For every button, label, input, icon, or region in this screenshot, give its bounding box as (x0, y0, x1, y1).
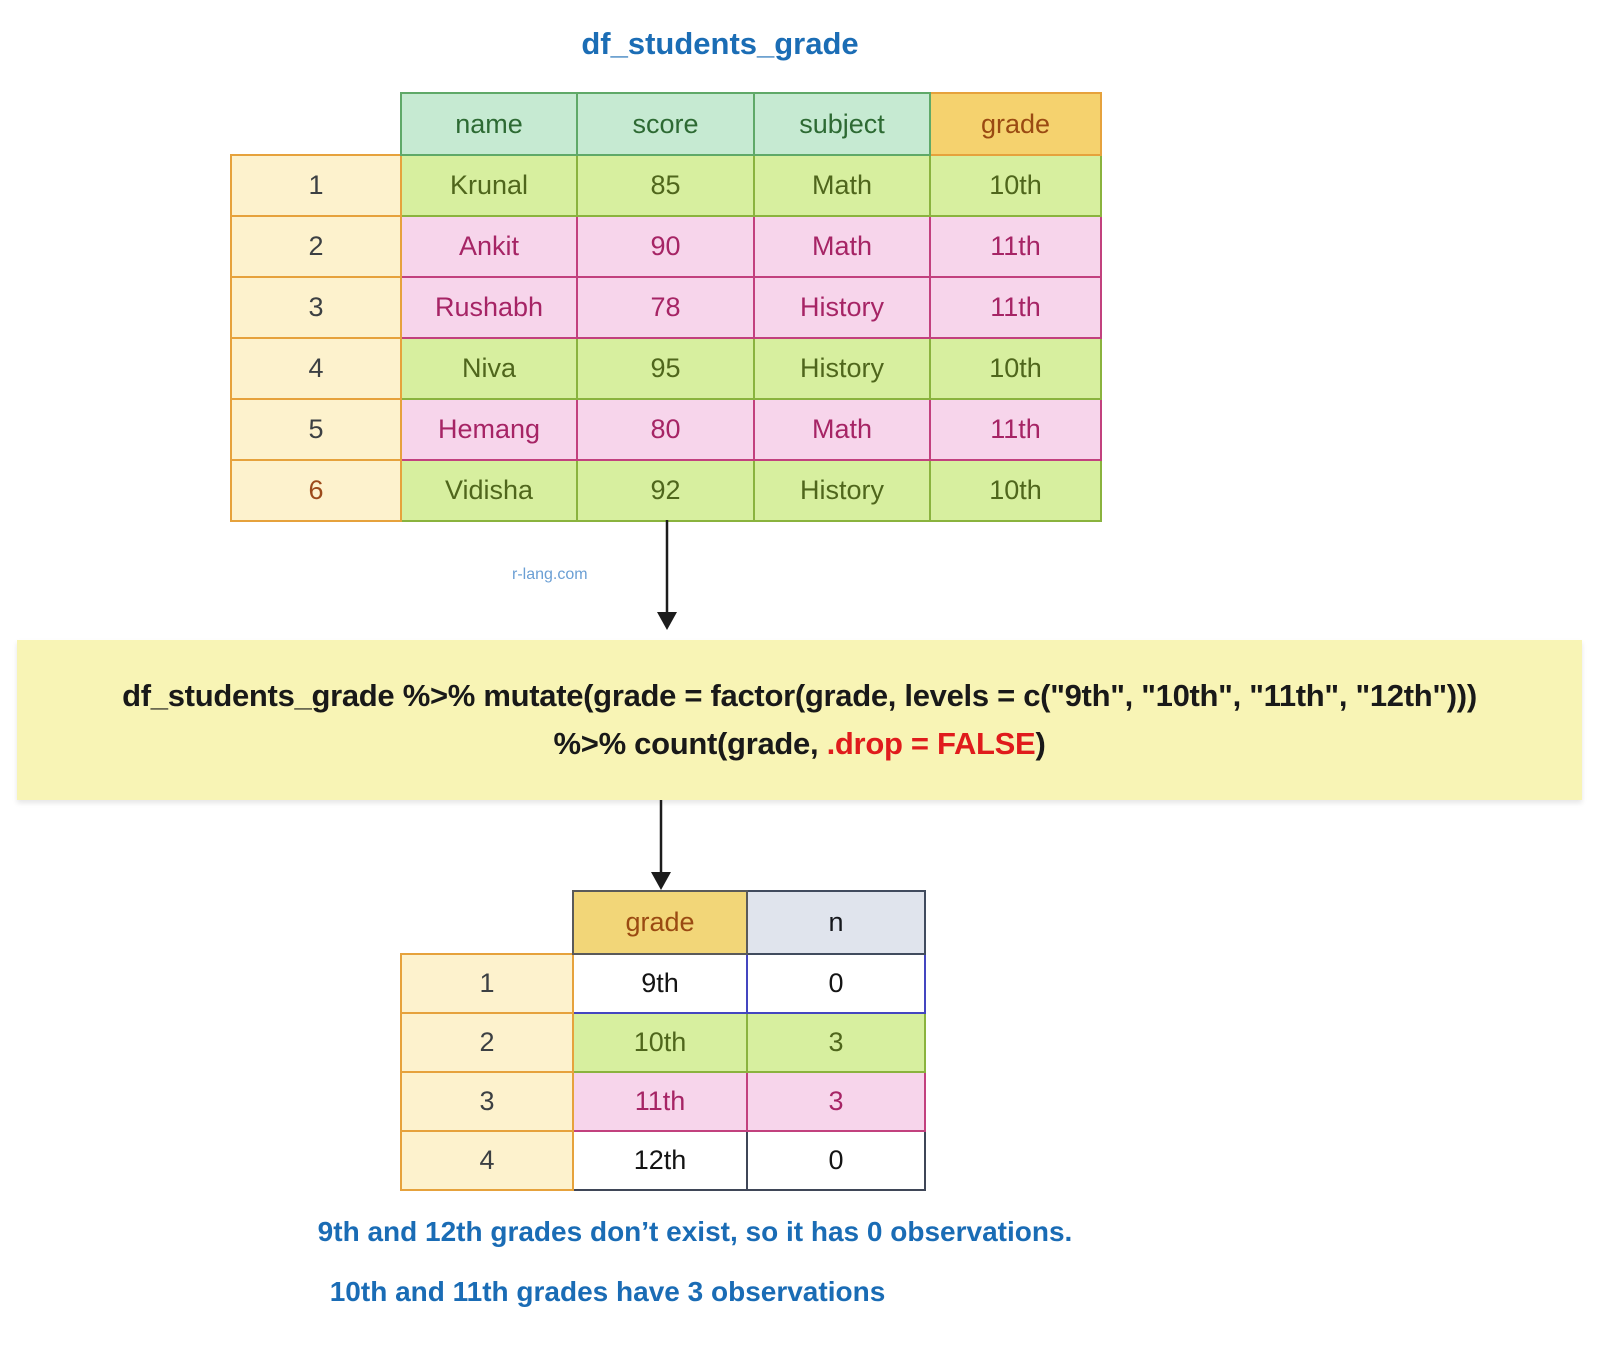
cell-score: 92 (576, 459, 755, 522)
students-table-header-row: name score subject grade (231, 92, 1102, 156)
cell-grade: 11th (572, 1071, 748, 1132)
cell-subject: Math (753, 215, 931, 278)
cell-grade: 10th (929, 337, 1102, 400)
note-three-observations: 10th and 11th grades have 3 observations (329, 1276, 886, 1307)
code-box: df_students_grade %>% mutate(grade = fac… (17, 640, 1582, 800)
column-header-subject: subject (753, 92, 931, 156)
result-table-header-row: grade n (401, 890, 926, 955)
watermark: r-lang.com (512, 566, 588, 583)
code-line-2: %>% count(grade, .drop = FALSE) (554, 720, 1046, 768)
cell-subject: Math (753, 154, 931, 217)
table-row: 2 10th 3 (400, 1012, 926, 1073)
table-row: 4 Niva 95 History 10th (230, 337, 1102, 400)
table-row: 3 Rushabh 78 History 11th (230, 276, 1102, 339)
cell-subject: History (753, 459, 931, 522)
row-index: 1 (400, 953, 574, 1014)
row-index: 2 (230, 215, 402, 278)
students-table: name score subject grade 1 Krunal 85 Mat… (230, 92, 1102, 522)
column-header-grade: grade (572, 890, 748, 955)
result-table: grade n 1 9th 0 2 10th 3 3 11th 3 4 12th… (400, 890, 926, 1191)
table-row: 2 Ankit 90 Math 11th (230, 215, 1102, 278)
table-row: 3 11th 3 (400, 1071, 926, 1132)
down-arrow-icon (651, 800, 671, 890)
cell-n: 3 (746, 1012, 926, 1073)
cell-score: 80 (576, 398, 755, 461)
table-row: 5 Hemang 80 Math 11th (230, 398, 1102, 461)
cell-score: 95 (576, 337, 755, 400)
row-index: 3 (230, 276, 402, 339)
table-row: 4 12th 0 (400, 1130, 926, 1191)
column-header-score: score (576, 92, 755, 156)
cell-grade: 10th (572, 1012, 748, 1073)
cell-subject: History (753, 276, 931, 339)
cell-grade: 11th (929, 215, 1102, 278)
column-header-grade: grade (929, 92, 1102, 156)
cell-name: Vidisha (400, 459, 578, 522)
cell-name: Hemang (400, 398, 578, 461)
cell-grade: 10th (929, 459, 1102, 522)
row-index: 1 (230, 154, 402, 217)
cell-subject: History (753, 337, 931, 400)
table-row: 1 9th 0 (400, 953, 926, 1014)
cell-name: Rushabh (400, 276, 578, 339)
cell-grade: 11th (929, 398, 1102, 461)
cell-grade: 10th (929, 154, 1102, 217)
table-row: 1 Krunal 85 Math 10th (230, 154, 1102, 217)
column-header-n: n (746, 890, 926, 955)
cell-grade: 9th (572, 953, 748, 1014)
cell-grade: 12th (572, 1130, 748, 1191)
note-zero-observations: 9th and 12th grades don’t exist, so it h… (317, 1216, 1073, 1247)
row-index: 6 (230, 459, 402, 522)
row-index: 5 (230, 398, 402, 461)
code-drop-false-highlight: .drop = FALSE (826, 726, 1036, 761)
corner-cell (231, 93, 401, 155)
row-index: 4 (230, 337, 402, 400)
row-index: 2 (400, 1012, 574, 1073)
cell-score: 85 (576, 154, 755, 217)
table-row: 6 Vidisha 92 History 10th (230, 459, 1102, 522)
cell-grade: 11th (929, 276, 1102, 339)
code-line-1: df_students_grade %>% mutate(grade = fac… (122, 678, 1477, 713)
page-title: df_students_grade (581, 26, 859, 61)
cell-n: 0 (746, 1130, 926, 1191)
column-header-name: name (400, 92, 578, 156)
cell-subject: Math (753, 398, 931, 461)
cell-name: Krunal (400, 154, 578, 217)
code-line-2-after: ) (1035, 726, 1046, 761)
code-line-2-before: %>% count(grade, (553, 726, 827, 761)
cell-name: Niva (400, 337, 578, 400)
cell-n: 3 (746, 1071, 926, 1132)
row-index: 3 (400, 1071, 574, 1132)
cell-score: 78 (576, 276, 755, 339)
corner-cell (401, 891, 573, 954)
cell-score: 90 (576, 215, 755, 278)
down-arrow-icon (657, 520, 677, 630)
cell-n: 0 (746, 953, 926, 1014)
row-index: 4 (400, 1130, 574, 1191)
cell-name: Ankit (400, 215, 578, 278)
